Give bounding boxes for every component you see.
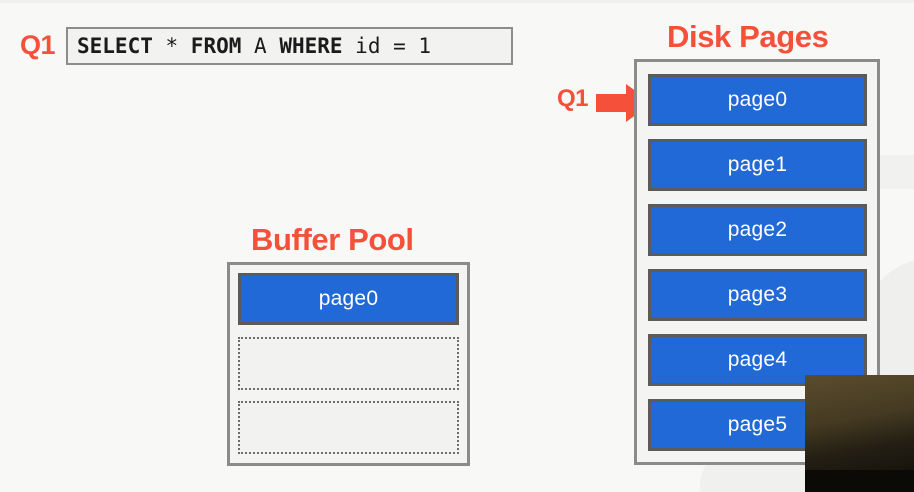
background-top-line xyxy=(0,0,914,3)
query-label-q1: Q1 xyxy=(20,30,56,60)
buffer-pool-title: Buffer Pool xyxy=(251,222,414,257)
disk-page-label: page4 xyxy=(727,348,788,371)
disk-page-label: page1 xyxy=(727,153,788,176)
disk-page-slot[interactable]: page2 xyxy=(648,204,867,256)
disk-page-slot[interactable]: page5 xyxy=(648,399,867,451)
camera-overlay-shadow xyxy=(805,470,914,492)
buffer-pool-slot-empty[interactable] xyxy=(238,401,459,454)
disk-page-label: page0 xyxy=(727,88,788,111)
buffer-pool-slot-filled[interactable]: page0 xyxy=(238,273,459,325)
buffer-pool-slot-empty[interactable] xyxy=(238,337,459,390)
sql-table-name: A xyxy=(241,33,280,58)
buffer-pool-slot-label: page0 xyxy=(318,287,379,310)
disk-page-label: page5 xyxy=(727,413,788,436)
sql-query-box[interactable]: SELECT * FROM A WHERE id = 1 xyxy=(66,27,513,65)
disk-page-slot[interactable]: page0 xyxy=(648,74,867,126)
arrow-label-q1: Q1 xyxy=(557,85,589,112)
disk-page-slot[interactable]: page3 xyxy=(648,269,867,321)
disk-pages-title: Disk Pages xyxy=(667,19,829,54)
disk-page-slot[interactable]: page4 xyxy=(648,334,867,386)
disk-page-label: page3 xyxy=(727,283,788,306)
disk-page-slot[interactable]: page1 xyxy=(648,139,867,191)
disk-page-label: page2 xyxy=(727,218,788,241)
sql-keyword-from: FROM xyxy=(190,33,242,58)
sql-star: * xyxy=(152,33,191,58)
sql-keyword-select: SELECT xyxy=(77,33,153,58)
sql-keyword-where: WHERE xyxy=(279,33,343,58)
sql-predicate: id = 1 xyxy=(342,33,432,58)
